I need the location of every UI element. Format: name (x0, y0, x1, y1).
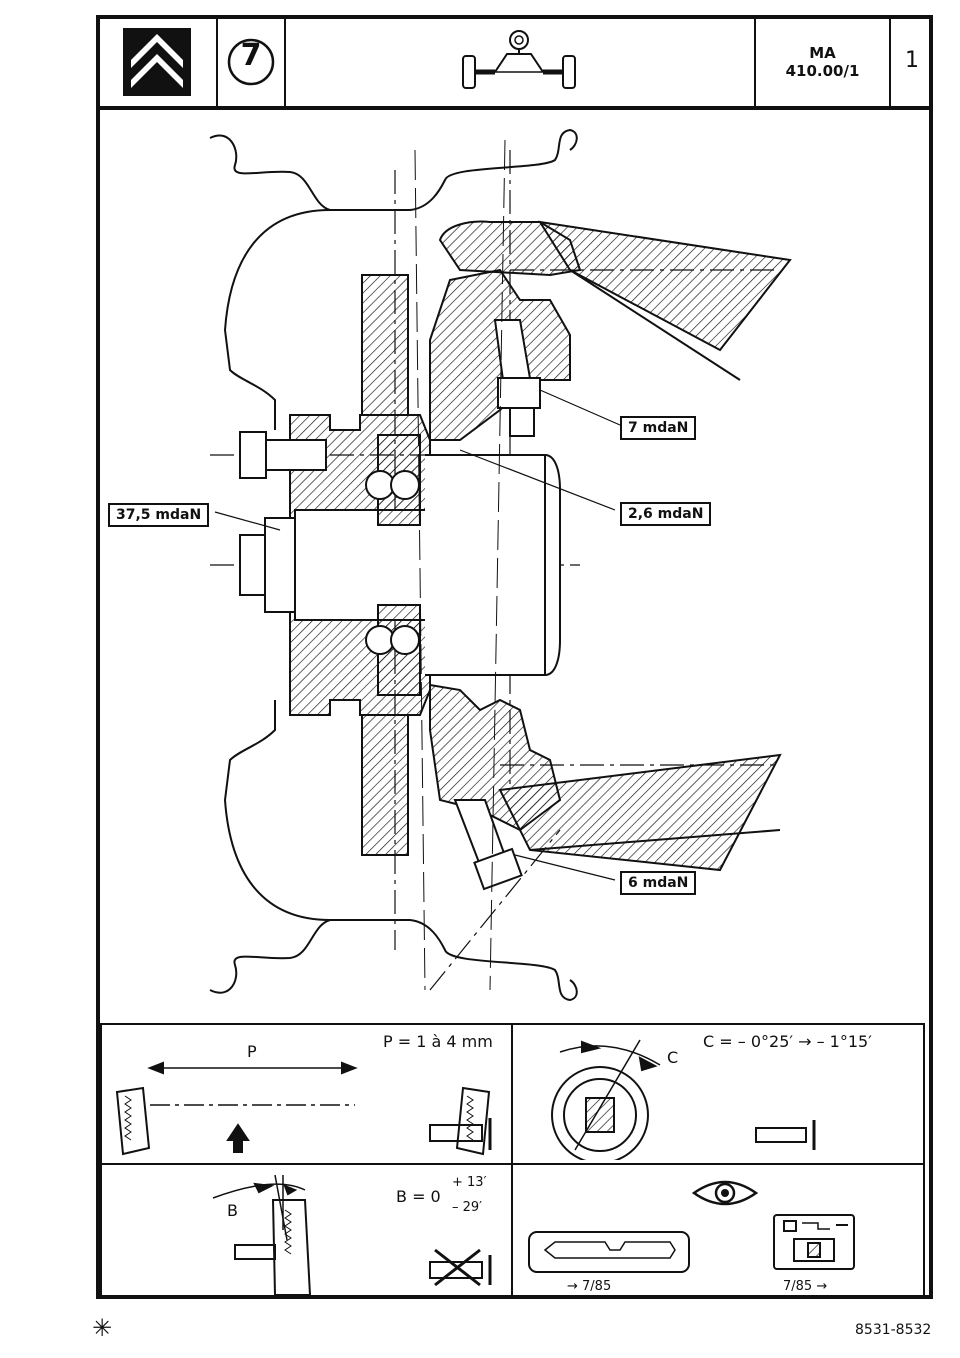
caster-spec: C = – 0°25′ → – 1°15′ (703, 1032, 872, 1051)
camber-diagram (212, 1174, 492, 1295)
gauge-tool-diagram (528, 1231, 690, 1273)
step-number-badge (227, 38, 275, 86)
toe-label: P (247, 1042, 257, 1061)
caster-diagram (551, 1039, 816, 1160)
step-number: 7 (240, 38, 262, 73)
tool-kit-icon (773, 1214, 855, 1270)
spec-grid-left (100, 1023, 102, 1295)
header-sep-1 (216, 15, 218, 108)
torque-label-hub-nut: 37,5 mdaN (108, 503, 210, 527)
toe-spec: P = 1 à 4 mm (383, 1032, 493, 1051)
camber-tolerance-plus: + 13′ (452, 1175, 487, 1190)
camber-spec: B = 0 (396, 1187, 441, 1206)
header-sep-2 (284, 15, 286, 108)
header-sep-3 (754, 15, 756, 108)
header-divider (96, 106, 933, 110)
reference-right: 7/85 → (783, 1279, 828, 1294)
footer-symbol: ✳ (92, 1314, 113, 1342)
camber-label: B (227, 1201, 238, 1220)
manual-code-line1: MA (809, 44, 836, 62)
toe-diagram (115, 1061, 492, 1156)
spec-grid-vertical (511, 1023, 513, 1295)
header-sep-4 (889, 15, 891, 108)
torque-label-bearing: 2,6 mdaN (620, 502, 712, 526)
eye-icon (691, 1180, 759, 1206)
manual-code-line2: 410.00/1 (785, 62, 860, 80)
torque-label-upper-balljoint: 7 mdaN (620, 416, 697, 440)
caster-label: C (667, 1048, 679, 1067)
hub-cross-section-drawing (209, 128, 792, 1002)
torque-label-lower-balljoint: 6 mdaN (620, 871, 697, 895)
footer-ref: 8531-8532 (855, 1322, 932, 1338)
page-frame (96, 15, 933, 1299)
spec-grid-right (923, 1023, 925, 1295)
manual-code: MA 410.00/1 (756, 44, 889, 80)
axle-icon (462, 30, 576, 89)
camber-tolerance-minus: – 29′ (452, 1200, 483, 1215)
page-number: 1 (905, 48, 919, 73)
citroen-logo-icon (123, 28, 191, 96)
reference-left: → 7/85 (567, 1279, 612, 1294)
